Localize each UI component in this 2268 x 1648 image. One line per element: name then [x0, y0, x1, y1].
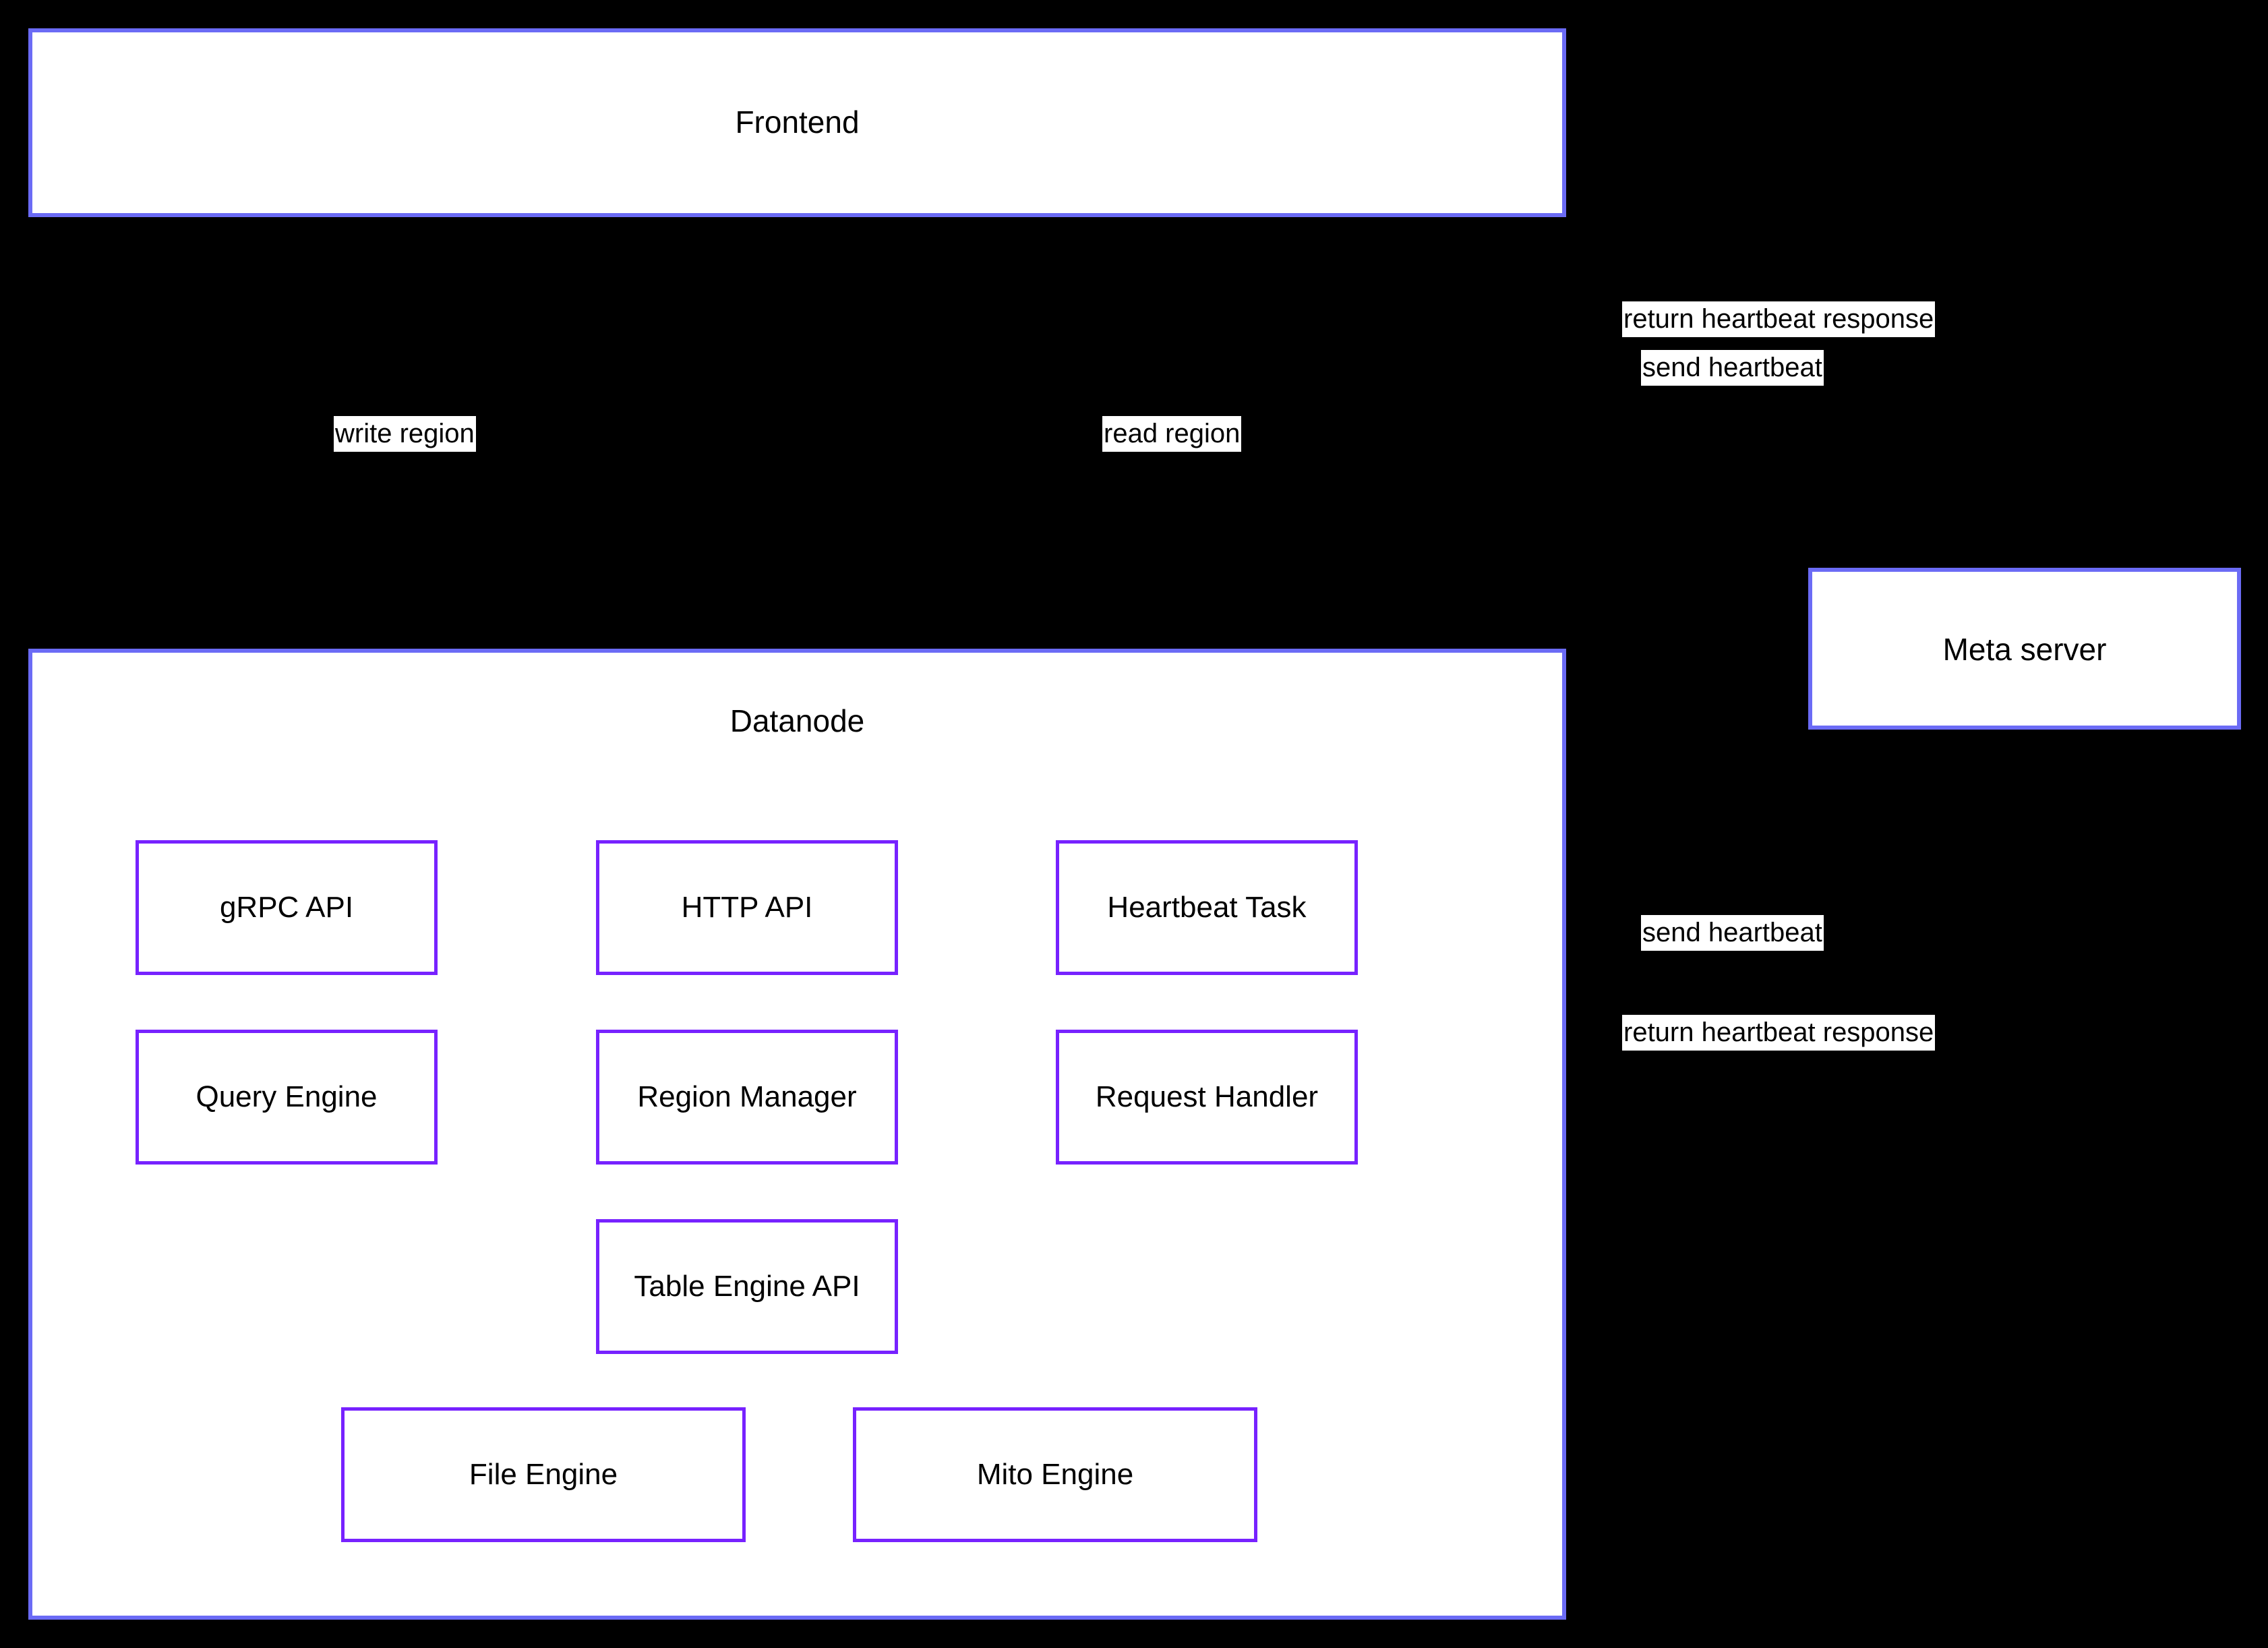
edge-datanode-to-meta-send	[1565, 728, 1863, 932]
edge-label-frontend-meta-send: send heartbeat	[1641, 350, 1824, 386]
edge-label-datanode-meta-return: return heartbeat response	[1622, 1015, 1936, 1051]
node-datanode-title: Datanode	[729, 703, 865, 738]
component-mito-engine[interactable]: Mito Engine	[853, 1407, 1257, 1542]
component-query-engine-label: Query Engine	[196, 1080, 378, 1113]
node-frontend[interactable]: Frontend	[28, 28, 1566, 217]
node-meta-server-title: Meta server	[1942, 632, 2107, 667]
component-query-engine[interactable]: Query Engine	[136, 1030, 438, 1165]
component-mito-engine-label: Mito Engine	[976, 1457, 1134, 1491]
component-grpc-api-label: gRPC API	[219, 890, 354, 924]
component-grpc-api[interactable]: gRPC API	[136, 840, 438, 975]
component-table-engine-api[interactable]: Table Engine API	[596, 1219, 898, 1354]
component-file-engine[interactable]: File Engine	[341, 1407, 746, 1542]
edge-label-frontend-meta-return: return heartbeat response	[1622, 301, 1936, 337]
node-meta-server[interactable]: Meta server	[1808, 568, 2241, 730]
node-datanode[interactable]: Datanode gRPC API HTTP API Heartbeat Tas…	[28, 649, 1566, 1620]
component-request-handler[interactable]: Request Handler	[1056, 1030, 1358, 1165]
component-heartbeat-task-label: Heartbeat Task	[1107, 890, 1307, 924]
edge-label-read-region: read region	[1102, 416, 1242, 452]
component-heartbeat-task[interactable]: Heartbeat Task	[1056, 840, 1358, 975]
component-region-manager-label: Region Manager	[637, 1080, 857, 1113]
component-region-manager[interactable]: Region Manager	[596, 1030, 898, 1165]
edge-label-write-region: write region	[334, 416, 476, 452]
component-request-handler-label: Request Handler	[1095, 1080, 1319, 1113]
component-http-api[interactable]: HTTP API	[596, 840, 898, 975]
edge-label-datanode-meta-send: send heartbeat	[1641, 915, 1824, 951]
component-file-engine-label: File Engine	[469, 1457, 618, 1491]
component-http-api-label: HTTP API	[681, 890, 813, 924]
component-table-engine-api-label: Table Engine API	[634, 1269, 860, 1303]
node-frontend-title: Frontend	[735, 105, 860, 140]
